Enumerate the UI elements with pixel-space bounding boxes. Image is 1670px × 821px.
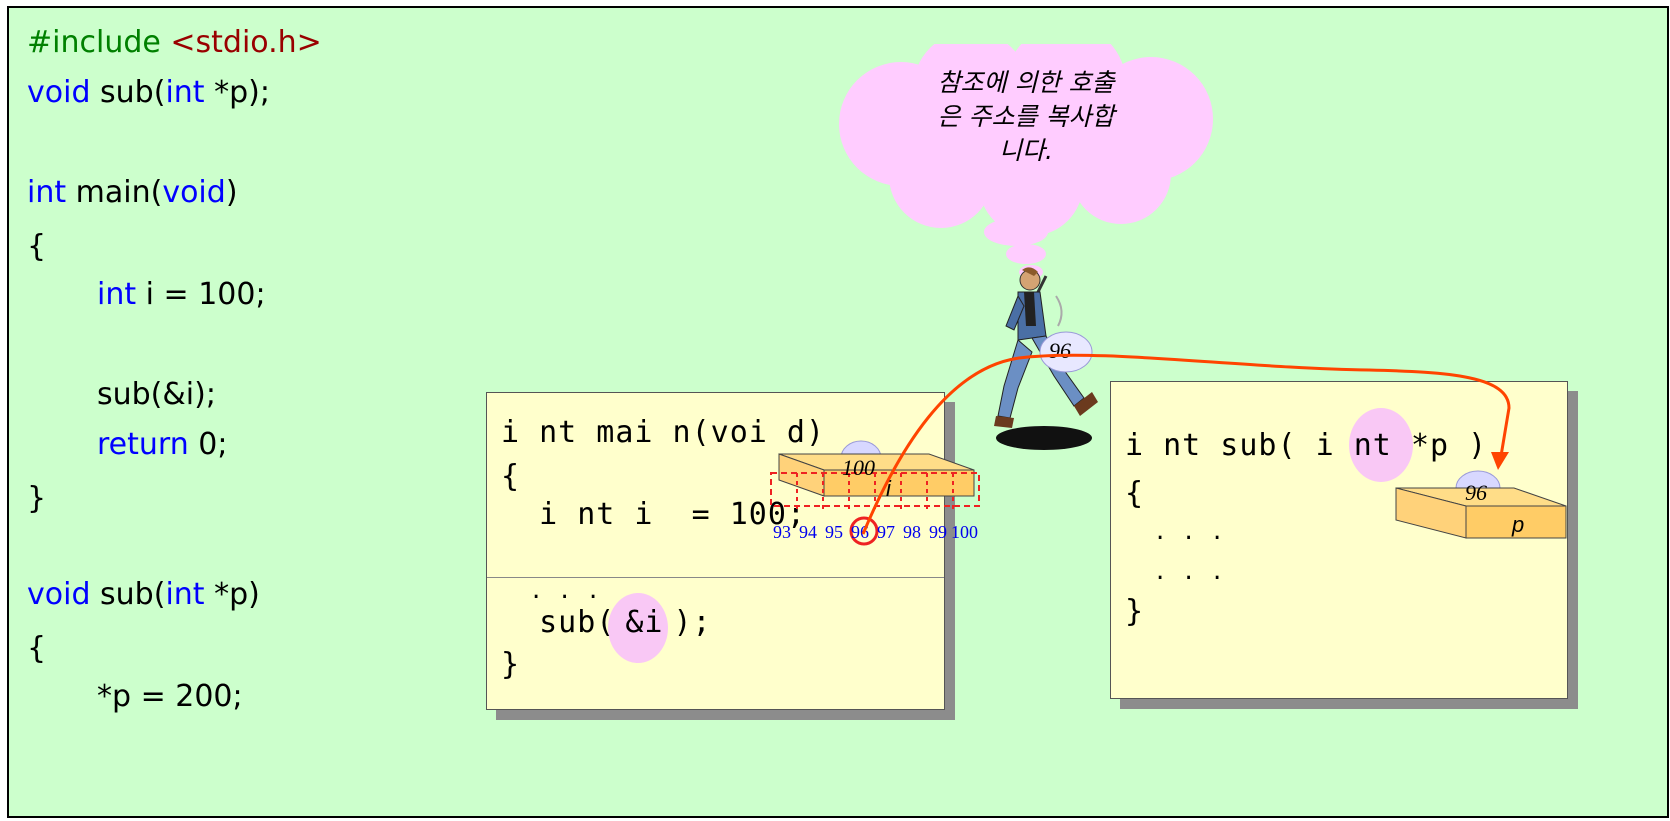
p-box-label: p [1512,512,1525,537]
address-label: 100 [951,522,978,542]
signature-text: i nt sub( i nt [1125,428,1411,463]
main-panel-ellipsis: . . . [501,579,601,604]
call-text: sub( [501,605,616,640]
p-box-value: 96 [1465,480,1487,505]
sub-panel-open-brace: { [1125,476,1145,511]
slide-canvas: #include <stdio.h> void sub(int *p); int… [7,6,1669,818]
sub-panel-signature: i nt sub( i nt *p ) [1125,428,1487,463]
i-box-label: i [886,476,891,501]
code-line-prototype: void sub(int *p); [27,76,270,110]
code-line-return: return 0; [97,428,227,462]
panel-divider [487,577,944,578]
code-text: ) [225,175,238,210]
main-panel-declaration: i nt i = 100; [501,497,806,532]
thought-line: 니다. [999,136,1053,165]
include-header: <stdio.h> [170,25,322,60]
code-line-call: sub(&i); [97,377,216,412]
code-text: i = 100; [136,277,266,312]
keyword-int: int [165,75,205,110]
address-label: 95 [825,522,843,542]
walking-man-illustration [994,267,1098,450]
main-panel-open-brace: { [501,459,521,494]
address-label: 93 [773,522,791,542]
address-label: 97 [877,522,895,542]
keyword-return: return [97,427,189,462]
signature-text: ) [1449,428,1488,463]
code-text: sub( [90,577,166,612]
code-line-assign: *p = 200; [97,679,243,714]
sub-panel-ellipsis: . . . [1125,560,1225,585]
keyword-void: void [27,75,91,110]
argument-highlight [608,593,668,663]
code-text: 0; [188,427,228,462]
sub-panel-ellipsis: . . . [1125,520,1225,545]
address-label: 94 [799,522,817,542]
code-line-include: #include <stdio.h> [27,26,322,60]
parameter-highlight [1349,408,1413,482]
main-panel-close-brace: } [501,647,521,682]
thought-line: 은 주소를 복사합 [937,102,1115,131]
thought-line: 참조에 의한 호출 [937,68,1115,97]
code-line-sub-open-brace: { [27,631,47,666]
pointer-parameter: *p [1410,428,1450,463]
thought-bubble-cloud [839,44,1213,279]
sub-panel-close-brace: } [1125,594,1145,629]
keyword-int: int [165,577,205,612]
keyword-int: int [27,175,67,210]
sub-function-panel: i nt sub( i nt *p ) { . . . . . . } [1110,381,1568,699]
address-label: 98 [903,522,921,542]
main-panel-call: sub( &i); [501,605,712,640]
code-text: *p) [204,577,260,612]
code-text: *p); [204,75,270,110]
code-line-close-brace: } [27,481,47,516]
address-label: 99 [929,522,947,542]
address-of-argument: &i [625,605,664,640]
code-text: main( [66,175,163,210]
variable-i-box [770,440,980,546]
include-directive: #include [27,25,161,60]
main-panel-signature: i nt mai n(voi d) [501,415,826,450]
code-line-sub-signature: void sub(int *p) [27,578,260,612]
keyword-void: void [162,175,226,210]
keyword-int: int [97,277,137,312]
code-text: sub( [90,75,166,110]
copy-address-arrow [861,353,1511,535]
i-box-value: 100 [842,455,875,480]
code-line-declaration: int i = 100; [97,278,266,312]
keyword-void: void [27,577,91,612]
thought-bubble-text: 참조에 의한 호출 은 주소를 복사합 니다. [871,66,1181,168]
code-line-open-brace: { [27,229,47,264]
variable-p-box [1395,470,1567,539]
code-line-main-signature: int main(void) [27,176,238,210]
call-text: ); [673,605,712,640]
